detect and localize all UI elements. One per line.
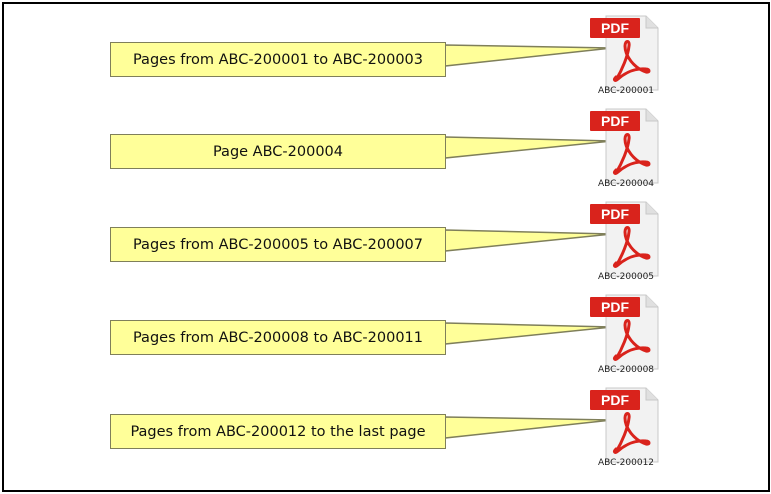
pdf-file-name[interactable]: ABC-200012 [597, 458, 655, 468]
page-range-callout: Page ABC-200004 [110, 134, 446, 169]
pdf-badge-label: PDF [601, 299, 629, 315]
pdf-file-icon[interactable]: PDF [588, 291, 660, 371]
pdf-badge [590, 111, 640, 131]
acrobat-swirl-icon [613, 319, 651, 361]
pdf-badge-label: PDF [601, 206, 629, 222]
file-row-1: Pages from ABC-200001 to ABC-200003 PDF … [0, 12, 771, 104]
file-row-4: Pages from ABC-200008 to ABC-200011 PDF … [0, 291, 771, 383]
pdf-file-name[interactable]: ABC-200008 [597, 365, 655, 375]
page-range-callout: Pages from ABC-200008 to ABC-200011 [110, 320, 446, 355]
page-range-callout: Pages from ABC-200012 to the last page [110, 414, 446, 449]
acrobat-swirl-icon [613, 412, 651, 454]
pdf-file-name[interactable]: ABC-200005 [597, 272, 655, 282]
pdf-badge-label: PDF [601, 113, 629, 129]
page-range-callout: Pages from ABC-200005 to ABC-200007 [110, 227, 446, 262]
acrobat-swirl-icon [613, 133, 651, 175]
pdf-badge [590, 18, 640, 38]
acrobat-swirl-icon [613, 40, 651, 82]
pdf-file-icon[interactable]: PDF [588, 384, 660, 464]
file-row-2: Page ABC-200004 PDF ABC-200004 [0, 105, 771, 197]
pdf-badge-label: PDF [601, 392, 629, 408]
pdf-file-icon[interactable]: PDF [588, 105, 660, 185]
pdf-badge [590, 204, 640, 224]
pdf-file-name[interactable]: ABC-200004 [597, 179, 655, 189]
pdf-badge [590, 297, 640, 317]
pdf-file-name[interactable]: ABC-200001 [597, 86, 655, 96]
pdf-badge [590, 390, 640, 410]
file-row-3: Pages from ABC-200005 to ABC-200007 PDF … [0, 198, 771, 290]
acrobat-swirl-icon [613, 226, 651, 268]
pdf-file-icon[interactable]: PDF [588, 198, 660, 278]
file-row-5: Pages from ABC-200012 to the last page P… [0, 384, 771, 476]
pdf-file-icon[interactable]: PDF [588, 12, 660, 92]
page-range-callout: Pages from ABC-200001 to ABC-200003 [110, 42, 446, 77]
pdf-badge-label: PDF [601, 20, 629, 36]
